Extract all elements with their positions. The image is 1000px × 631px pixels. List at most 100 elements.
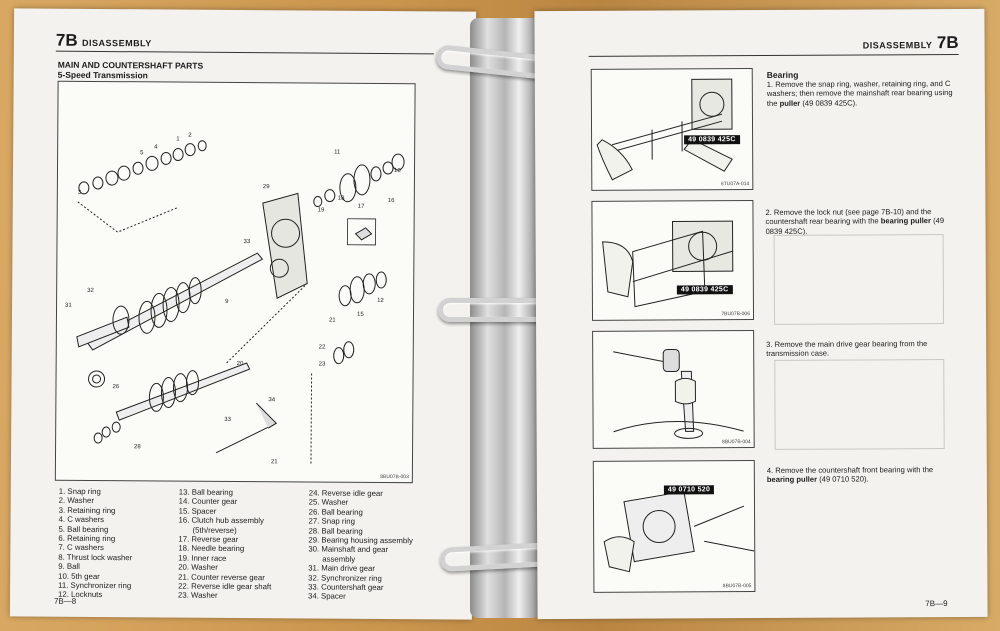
figure-countershaft-front-bearing: 49 0710 520 8BU07B-005 bbox=[592, 460, 756, 593]
step-3-pre: 3. Remove the main drive gear bearing fr… bbox=[766, 339, 928, 359]
part-item: 4. C washers bbox=[58, 514, 105, 525]
svg-text:33: 33 bbox=[224, 417, 231, 423]
figure-mainshaft-puller: 49 0839 425C 6TU07A-014 bbox=[590, 68, 754, 191]
part-item: 9. Ball bbox=[58, 561, 80, 572]
left-title: MAIN AND COUNTERSHAFT PARTS 5-Speed Tran… bbox=[58, 60, 204, 81]
part-item: 25. Washer bbox=[308, 497, 349, 508]
part-item: 11. Synchronizer ring bbox=[58, 580, 132, 591]
step-4-text: 4. Remove the countershaft front bearing… bbox=[767, 465, 957, 485]
hammer-illustration bbox=[613, 348, 744, 439]
svg-text:2: 2 bbox=[188, 133, 192, 139]
svg-text:22: 22 bbox=[319, 345, 326, 351]
right-page: DISASSEMBLY 7B Bearing 49 0839 425C 6TU0… bbox=[534, 8, 988, 620]
parts-list-col2: 13. Ball bearing 14. Counter gear 15. Sp… bbox=[178, 488, 272, 602]
svg-text:18: 18 bbox=[338, 196, 345, 202]
tool-label-2: 49 0839 425C bbox=[676, 285, 733, 295]
left-title-line2: 5-Speed Transmission bbox=[57, 69, 148, 81]
step-1-post: (49 0839 425C). bbox=[800, 98, 858, 108]
step-4-post: (49 0710 520). bbox=[817, 474, 869, 485]
parts-list-col1: 1. Snap ring 2. Washer 3. Retaining ring… bbox=[58, 487, 133, 600]
step-4-pre: 4. Remove the countershaft front bearing… bbox=[766, 465, 934, 475]
right-header: DISASSEMBLY 7B bbox=[863, 33, 959, 54]
part-item: 5. Ball bearing bbox=[58, 524, 109, 534]
fig-code-4: 8BU07B-005 bbox=[722, 583, 752, 590]
mainshaft-gears bbox=[138, 277, 202, 334]
svg-text:16: 16 bbox=[388, 198, 395, 204]
part-item: 31. Main drive gear bbox=[308, 563, 376, 574]
part-item: 14. Counter gear bbox=[178, 496, 238, 507]
svg-text:3: 3 bbox=[78, 190, 82, 196]
step-4-tool: bearing puller bbox=[766, 475, 818, 485]
step-1-tool: puller bbox=[779, 98, 801, 108]
reverse-gear-stack bbox=[333, 271, 387, 365]
right-header-rule bbox=[588, 53, 959, 57]
svg-text:23: 23 bbox=[319, 362, 326, 368]
part-item: 18. Needle bearing bbox=[178, 543, 245, 554]
svg-text:17: 17 bbox=[358, 204, 365, 210]
right-section-word: DISASSEMBLY bbox=[862, 40, 933, 51]
fig-code-3: 8BU07B-004 bbox=[722, 439, 751, 446]
ring-stack-top-left bbox=[77, 140, 207, 233]
svg-text:10: 10 bbox=[394, 168, 401, 174]
svg-text:5: 5 bbox=[140, 150, 144, 156]
svg-text:34: 34 bbox=[268, 397, 275, 403]
part-item: 20. Washer bbox=[178, 562, 218, 573]
figure-countershaft-puller: 49 0839 425C 7BU07B-006 bbox=[591, 200, 755, 321]
tool-label-4: 49 0710 520 bbox=[663, 485, 715, 495]
svg-text:26: 26 bbox=[112, 384, 119, 390]
left-header: 7B DISASSEMBLY bbox=[56, 31, 152, 52]
svg-text:20: 20 bbox=[237, 361, 244, 367]
svg-text:31: 31 bbox=[65, 303, 72, 309]
show-through-figure bbox=[774, 359, 945, 450]
puller-illustration bbox=[602, 220, 734, 308]
part-item: 34. Spacer bbox=[307, 591, 346, 602]
part-item: 2. Washer bbox=[58, 496, 94, 506]
part-item: 7. C washers bbox=[58, 543, 104, 553]
part-item: 8. Thrust lock washer bbox=[58, 552, 133, 563]
left-page: 7B DISASSEMBLY MAIN AND COUNTERSHAFT PAR… bbox=[9, 8, 477, 620]
svg-text:19: 19 bbox=[318, 208, 325, 214]
left-figure-code: 8BU07B-003 bbox=[380, 473, 409, 481]
countershaft-gears bbox=[148, 370, 200, 412]
part-item: 1. Snap ring bbox=[58, 486, 101, 497]
step-1-text: 1. Remove the snap ring, washer, retaini… bbox=[767, 79, 957, 108]
part-item: 3. Retaining ring bbox=[58, 505, 116, 515]
svg-text:21: 21 bbox=[329, 318, 336, 324]
svg-text:32: 32 bbox=[87, 288, 94, 294]
puller-illustration bbox=[596, 78, 733, 181]
ring-stack-top-right bbox=[313, 153, 405, 208]
figure-main-drive-bearing: 8BU07B-004 bbox=[592, 330, 755, 449]
left-page-number: 7B—8 bbox=[53, 596, 77, 606]
step-3-text: 3. Remove the main drive gear bearing fr… bbox=[766, 339, 956, 359]
part-item: 27. Snap ring bbox=[308, 516, 355, 527]
show-through-figure bbox=[773, 234, 945, 325]
svg-text:33: 33 bbox=[243, 239, 250, 245]
part-item: 10. 5th gear bbox=[58, 571, 100, 581]
svg-text:12: 12 bbox=[377, 298, 384, 304]
part-item: 23. Washer bbox=[178, 591, 218, 601]
left-section-word: DISASSEMBLY bbox=[82, 37, 152, 49]
svg-text:28: 28 bbox=[134, 444, 141, 450]
left-section-number: 7B bbox=[55, 30, 78, 50]
fig-code-1: 6TU07A-014 bbox=[720, 181, 750, 188]
svg-text:21: 21 bbox=[271, 459, 278, 465]
svg-text:15: 15 bbox=[357, 312, 364, 318]
part-item: 16. Clutch hub assembly bbox=[178, 515, 264, 526]
part-item: 30. Mainshaft and gear bbox=[308, 544, 389, 555]
svg-text:11: 11 bbox=[334, 150, 341, 156]
svg-text:9: 9 bbox=[225, 299, 229, 305]
right-page-number: 7B—9 bbox=[925, 599, 948, 609]
part-item: 6. Retaining ring bbox=[58, 533, 116, 544]
svg-text:1: 1 bbox=[176, 137, 180, 143]
step-2-text: 2. Remove the lock nut (see page 7B-10) … bbox=[765, 207, 955, 236]
svg-text:4: 4 bbox=[154, 144, 158, 150]
fig-code-2: 7BU07B-006 bbox=[721, 311, 751, 318]
svg-text:29: 29 bbox=[263, 184, 270, 190]
tool-label-1: 49 0839 425C bbox=[684, 135, 740, 145]
step-2-tool: bearing puller bbox=[880, 216, 932, 226]
bearing-heading: Bearing bbox=[766, 69, 799, 80]
left-header-rule bbox=[55, 50, 434, 55]
